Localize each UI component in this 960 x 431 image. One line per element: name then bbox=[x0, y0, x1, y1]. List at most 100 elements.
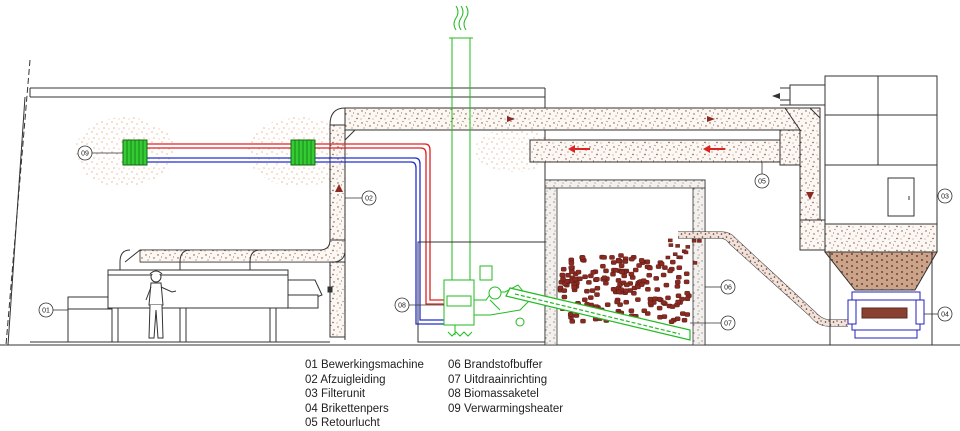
legend-item-06: 06 Brandstofbuffer bbox=[448, 359, 543, 371]
briquette bbox=[569, 319, 576, 324]
legend-item-02: 02 Afzuigleiding bbox=[305, 373, 386, 386]
filter-unit bbox=[780, 75, 938, 345]
legend-column-left: 01 Bewerkingsmachine 02 Afzuigleiding 03… bbox=[305, 358, 424, 431]
briquette bbox=[647, 265, 653, 271]
briquette bbox=[601, 275, 608, 281]
briquette bbox=[638, 258, 645, 263]
callout-05: 05 bbox=[754, 162, 770, 189]
briquette bbox=[660, 300, 667, 305]
briquette bbox=[604, 302, 611, 307]
briquette bbox=[668, 319, 675, 324]
briquette bbox=[684, 296, 691, 302]
briquette bbox=[684, 290, 690, 296]
briquette bbox=[683, 250, 689, 255]
legend-item-09: 09 Verwarmingsheater bbox=[448, 402, 564, 415]
briquette bbox=[674, 284, 681, 289]
briquette bbox=[675, 279, 681, 285]
briquette bbox=[573, 313, 580, 318]
briquette bbox=[575, 269, 582, 275]
briquette bbox=[632, 267, 639, 273]
briquette bbox=[679, 296, 685, 302]
biomass-boiler bbox=[443, 265, 531, 337]
briquette bbox=[619, 269, 625, 275]
briquette bbox=[675, 293, 682, 299]
svg-text:06: 06 bbox=[724, 285, 732, 292]
briquette bbox=[660, 272, 667, 278]
svg-text:05: 05 bbox=[758, 179, 766, 186]
callout-09: 09 bbox=[77, 145, 123, 161]
briquette bbox=[628, 271, 635, 277]
briquette bbox=[616, 289, 622, 295]
svg-text:04: 04 bbox=[941, 312, 949, 319]
briquette bbox=[665, 255, 671, 260]
briquette bbox=[568, 265, 575, 270]
svg-text:09: 09 bbox=[81, 151, 89, 158]
briquette bbox=[594, 285, 601, 291]
briquette bbox=[615, 258, 622, 264]
briquette bbox=[572, 276, 579, 282]
briquette bbox=[601, 255, 607, 260]
callout-08: 08 bbox=[394, 297, 444, 313]
briquette bbox=[685, 245, 691, 249]
briquette bbox=[615, 278, 622, 283]
briquette bbox=[692, 261, 698, 265]
briquette bbox=[691, 238, 697, 243]
callout-07: 07 bbox=[690, 315, 736, 331]
briquette bbox=[629, 256, 635, 262]
briquette bbox=[657, 314, 663, 320]
briquette bbox=[561, 288, 568, 293]
briquette bbox=[618, 263, 625, 268]
briquette bbox=[663, 282, 670, 288]
legend-item-05: 05 Retourlucht bbox=[305, 417, 380, 430]
briquette bbox=[641, 308, 648, 314]
briquette bbox=[618, 253, 624, 258]
briquette bbox=[623, 299, 629, 305]
callout-03: 03 bbox=[937, 188, 953, 204]
extraction-duct bbox=[124, 107, 821, 340]
briquette bbox=[672, 252, 678, 256]
callout-04: 04 bbox=[924, 306, 953, 322]
briquette bbox=[579, 255, 586, 260]
briquette bbox=[565, 272, 571, 278]
briquette bbox=[674, 316, 681, 322]
return-air-duct bbox=[529, 129, 801, 166]
briquette bbox=[676, 275, 682, 280]
callout-06: 06 bbox=[705, 279, 736, 295]
briquette bbox=[600, 263, 606, 269]
briquette bbox=[613, 267, 619, 273]
duct-arrows bbox=[335, 116, 814, 200]
svg-text:02: 02 bbox=[365, 196, 373, 203]
briquette bbox=[675, 244, 680, 248]
briquette bbox=[656, 305, 663, 311]
briquette-press bbox=[847, 291, 925, 339]
briquette bbox=[676, 265, 683, 270]
briquette bbox=[594, 292, 600, 297]
briquette bbox=[653, 276, 659, 281]
briquette bbox=[571, 284, 577, 290]
briquette bbox=[646, 272, 652, 278]
briquette bbox=[580, 318, 586, 324]
svg-text:08: 08 bbox=[398, 303, 406, 310]
briquette bbox=[594, 277, 600, 282]
briquette bbox=[614, 299, 620, 305]
briquette bbox=[586, 280, 592, 285]
briquette bbox=[635, 297, 641, 302]
briquette bbox=[609, 255, 615, 260]
heating-unit bbox=[122, 139, 316, 166]
briquette bbox=[610, 287, 617, 292]
briquette bbox=[665, 295, 671, 301]
briquette bbox=[588, 295, 594, 300]
legend-item-07: 07 Uitdraainrichting bbox=[448, 373, 548, 386]
briquette bbox=[623, 288, 629, 294]
briquette bbox=[667, 268, 673, 274]
briquette-pile bbox=[557, 234, 702, 324]
heater-pipes bbox=[145, 143, 450, 325]
briquette bbox=[559, 272, 566, 278]
callout-01: 01 bbox=[38, 302, 68, 318]
operator-figure bbox=[145, 270, 177, 339]
briquette bbox=[675, 299, 681, 305]
legend-item-03: 03 Filterunit bbox=[305, 388, 366, 401]
briquette bbox=[621, 273, 627, 279]
filter-fan-arrows bbox=[772, 93, 780, 99]
